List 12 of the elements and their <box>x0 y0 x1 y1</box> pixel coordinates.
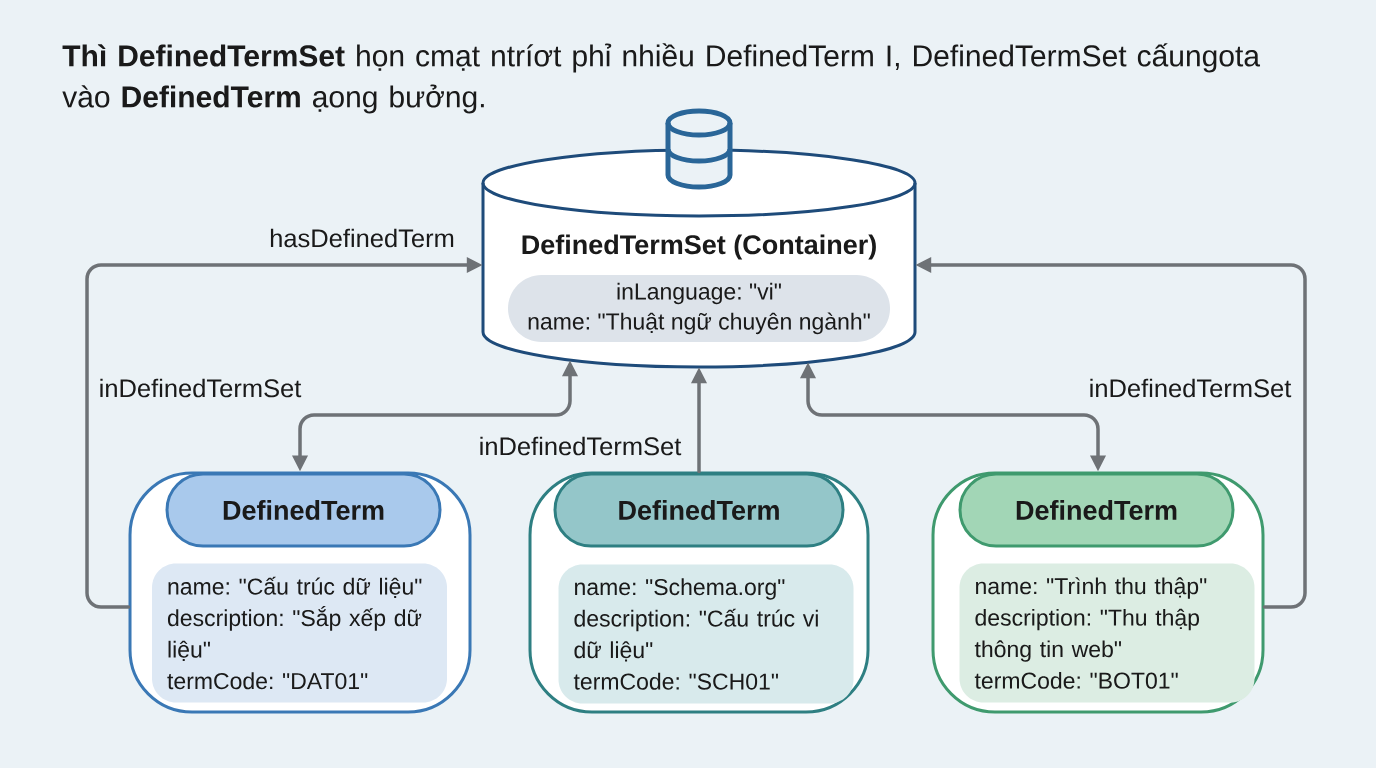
property-box: name: "Cấu trúc dữ liệu" description: "Sắp xếp dữ liệu" termCode: "DAT01" <box>152 563 447 703</box>
property-pill: inLanguage: "vi" name: "Thuật ngữ chuyên ngành" <box>508 275 890 342</box>
header-pill: DefinedTerm <box>958 472 1235 548</box>
property-box: name: "Schema.org" description: "Cấu trúc vi dữ liệu" termCode: "SCH01" <box>558 564 854 704</box>
edge-label: inDefinedTermSet <box>96 376 304 400</box>
property-box: name: "Trình thu thập" description: "Thu thập thông tin web" termCode: "BOT01" <box>959 563 1255 703</box>
edge-label: hasDefinedTerm <box>267 226 457 250</box>
header-pill: DefinedTerm <box>553 472 845 548</box>
header-pill: DefinedTerm <box>165 472 442 548</box>
edge-label: inDefinedTermSet <box>476 434 684 458</box>
edge-label: inDefinedTermSet <box>1086 376 1294 400</box>
title: Thì DefinedTermSet họn cmạt ntríơt phỉ nhiều DefinedTerm I, DefinedTermSet cấungota vào DefinedTerm ạong bưởng. <box>62 43 1260 114</box>
